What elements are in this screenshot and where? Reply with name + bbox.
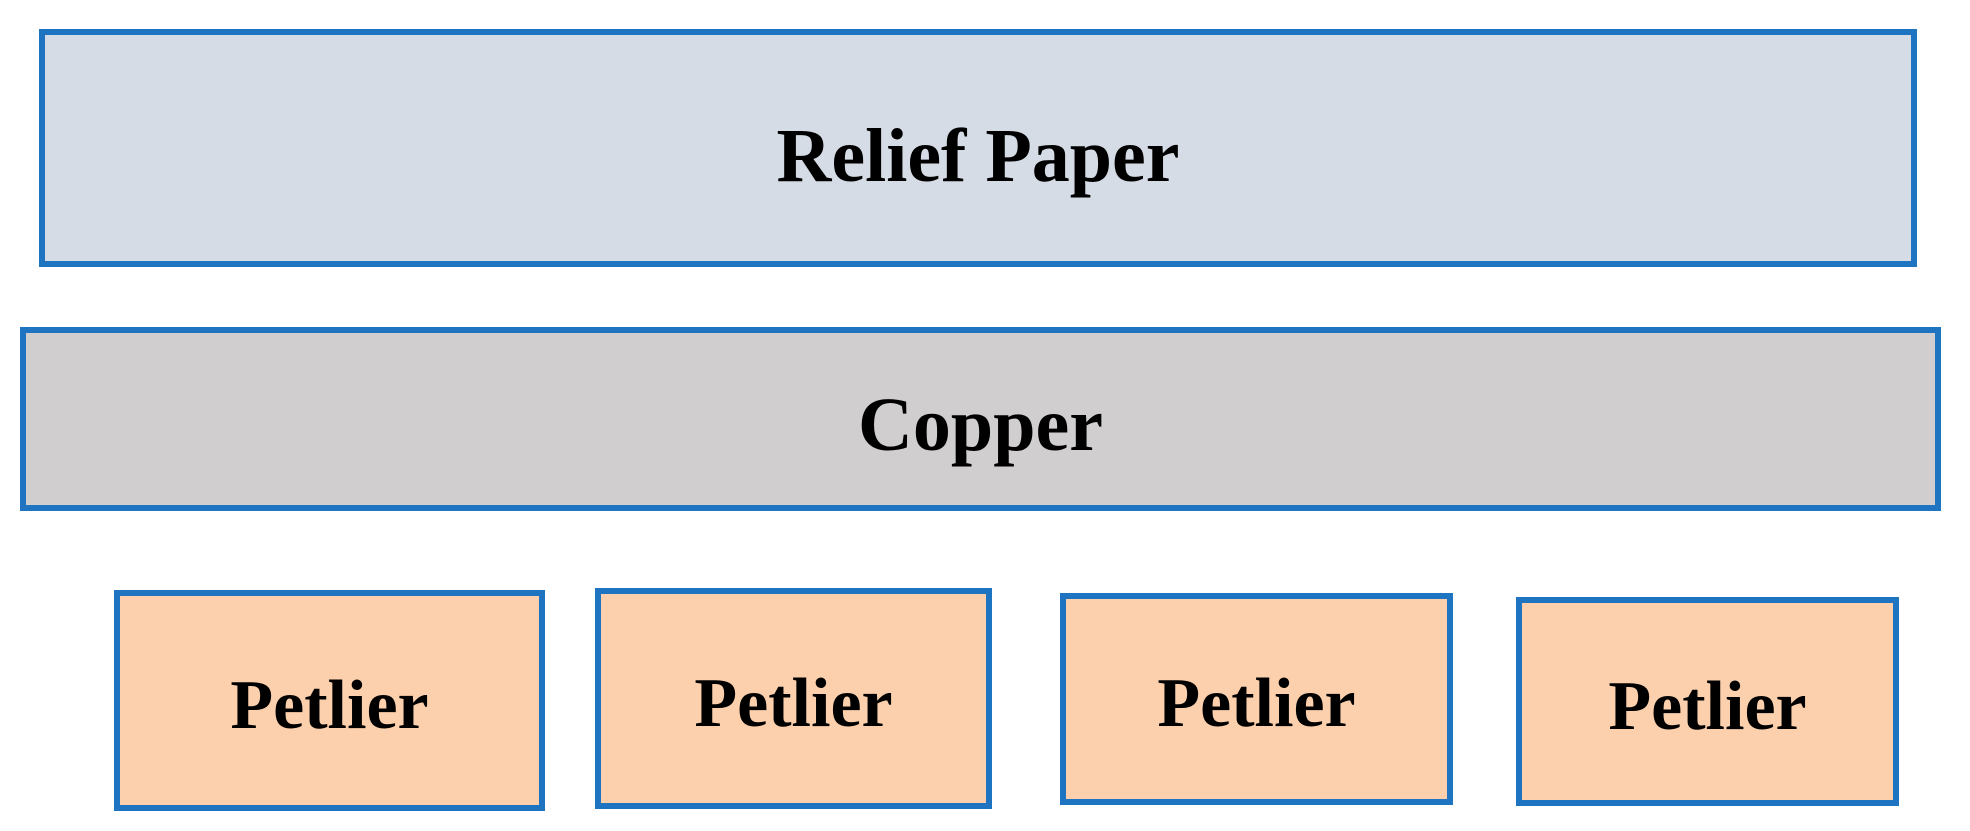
copper-layer-box: Copper: [20, 327, 1941, 511]
peltier-unit-box-1: Petlier: [114, 590, 545, 811]
peltier-unit-box-3: Petlier: [1060, 593, 1453, 805]
relief-paper-label: Relief Paper: [776, 114, 1180, 198]
peltier-unit-label: Petlier: [1157, 665, 1356, 742]
copper-label: Copper: [858, 383, 1103, 467]
relief-paper-layer-box: Relief Paper: [39, 29, 1917, 267]
peltier-unit-label: Petlier: [694, 664, 893, 742]
peltier-unit-box-2: Petlier: [595, 588, 992, 809]
peltier-unit-label: Petlier: [1608, 667, 1807, 745]
peltier-unit-box-4: Petlier: [1516, 597, 1899, 806]
peltier-unit-label: Petlier: [230, 666, 429, 744]
